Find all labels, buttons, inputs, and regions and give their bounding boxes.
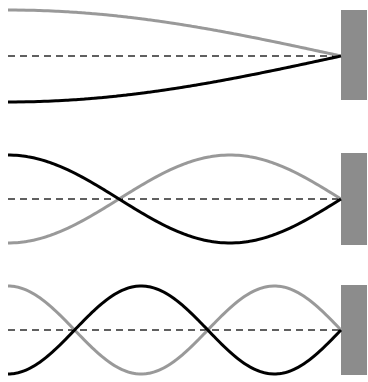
panel-mode-1 [8,8,367,104]
wave-light-2 [8,153,342,245]
wave-dark-1 [8,54,342,104]
wave-dark-3 [8,284,343,376]
panel-mode-3 [8,284,367,376]
wave-light-1 [8,8,342,58]
wall-fixed-end-2 [341,153,367,245]
wave-light-3 [8,284,343,376]
wall-fixed-end-3 [341,285,367,375]
wave-dark-2 [8,153,342,245]
wall-fixed-end-1 [341,10,367,100]
panel-mode-2 [8,153,367,245]
